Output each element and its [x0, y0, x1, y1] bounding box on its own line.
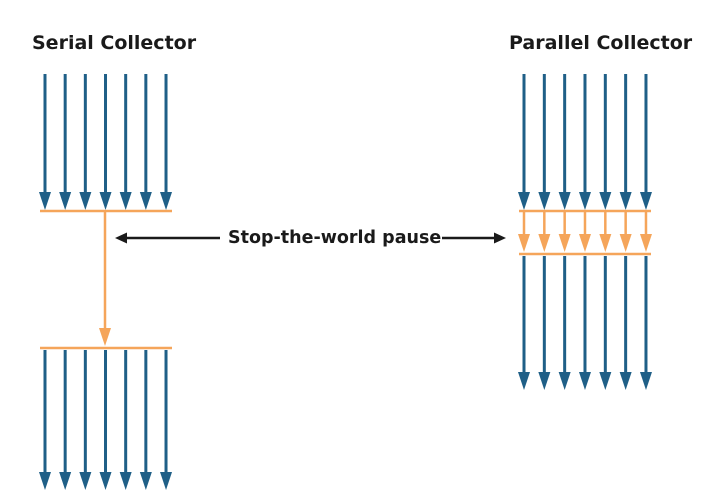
parallel-gc-thread-arrow [518, 212, 530, 252]
serial-thread-arrow-top [99, 74, 112, 210]
serial-thread-arrow-bottom [139, 350, 152, 490]
serial-gc-thread-arrow [99, 212, 111, 346]
serial-thread-arrow-top [160, 74, 173, 210]
serial-thread-arrow-top [139, 74, 152, 210]
parallel-thread-arrow-top [558, 74, 571, 210]
pause-arrow-left [115, 232, 220, 244]
serial-thread-arrow-bottom [160, 350, 173, 490]
serial-thread-arrow-bottom [119, 350, 132, 490]
serial-collector-diagram [39, 74, 173, 490]
parallel-gc-thread-arrow [599, 212, 612, 252]
parallel-thread-arrow-top [619, 74, 632, 210]
parallel-gc-thread-arrow [639, 212, 652, 252]
parallel-thread-arrow-top [538, 74, 551, 210]
parallel-thread-arrow-bottom [538, 256, 551, 390]
parallel-thread-arrow-bottom [578, 256, 591, 390]
serial-collector-title: Serial Collector [32, 32, 197, 54]
pause-annotation [115, 232, 506, 244]
parallel-gc-thread-arrow [558, 212, 571, 252]
parallel-thread-arrow-bottom [619, 256, 632, 390]
serial-thread-arrow-top [79, 74, 92, 210]
parallel-thread-arrow-bottom [518, 256, 530, 390]
parallel-gc-thread-arrow [578, 212, 591, 252]
parallel-gc-thread-arrow [619, 212, 632, 252]
pause-arrow-right [442, 232, 506, 244]
serial-thread-arrow-bottom [79, 350, 92, 490]
serial-thread-arrow-bottom [99, 350, 112, 490]
parallel-collector-title: Parallel Collector [509, 32, 693, 54]
parallel-thread-arrow-top [639, 74, 652, 210]
serial-thread-arrow-top [59, 74, 72, 210]
parallel-thread-arrow-bottom [639, 256, 652, 390]
serial-thread-arrow-top [39, 74, 51, 210]
serial-thread-arrow-top [119, 74, 132, 210]
parallel-collector-diagram [518, 74, 652, 390]
parallel-gc-thread-arrow [538, 212, 551, 252]
serial-thread-arrow-bottom [59, 350, 72, 490]
parallel-thread-arrow-top [599, 74, 612, 210]
parallel-thread-arrow-top [578, 74, 591, 210]
stop-the-world-label: Stop-the-world pause [228, 228, 442, 248]
parallel-thread-arrow-bottom [558, 256, 571, 390]
serial-thread-arrow-bottom [39, 350, 51, 490]
parallel-thread-arrow-top [518, 74, 530, 210]
parallel-thread-arrow-bottom [599, 256, 612, 390]
